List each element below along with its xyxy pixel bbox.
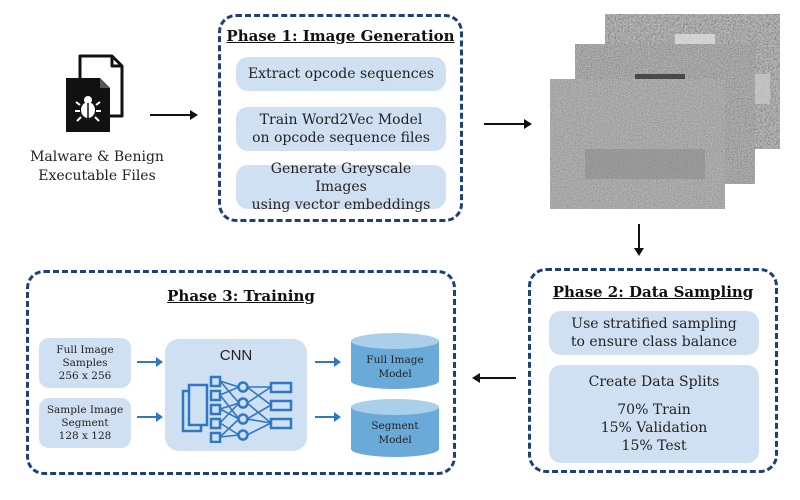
arrow-input-to-phase1: [150, 110, 198, 120]
arrow-images-to-phase2: [634, 224, 644, 256]
arrow-cnn-to-segment-model: [315, 412, 341, 422]
full-image-model-label: Full Image Model: [366, 354, 424, 380]
phase1-title: Phase 1: Image Generation: [226, 27, 455, 45]
neural-network-icon: [181, 375, 293, 443]
phase2-box: Phase 2: Data Sampling Use stratified sa…: [528, 268, 778, 473]
phase1-step-word2vec: Train Word2Vec Model on opcode sequence …: [236, 107, 446, 151]
arrow-phase1-to-images: [484, 119, 532, 129]
phase1-box: Phase 1: Image Generation Extract opcode…: [218, 14, 463, 222]
split-test: 15% Test: [621, 438, 687, 454]
executable-files-icon: [66, 54, 124, 132]
phase2-title: Phase 2: Data Sampling: [552, 283, 754, 301]
input-full-image-samples: Full Image Samples 256 x 256: [39, 338, 131, 388]
phase1-step-greyscale: Generate Greyscale Images using vector e…: [236, 161, 446, 213]
segment-model-cylinder: [351, 399, 439, 457]
segment-model-label: Segment Model: [371, 420, 419, 446]
arrow-cnn-to-full-model: [315, 357, 341, 367]
full-image-model-cylinder: [351, 333, 439, 389]
input-sample-image-segment: Sample Image Segment 128 x 128: [39, 398, 131, 448]
cnn-box: CNN: [165, 339, 307, 451]
greyscale-images-stack: [550, 14, 780, 209]
phase2-data-splits: Create Data Splits 70% Train 15% Validat…: [549, 365, 759, 463]
phase3-title: Phase 3: Training: [167, 287, 315, 305]
phase3-box: Phase 3: Training Full Image Samples 256…: [26, 270, 456, 475]
data-splits-heading: Create Data Splits: [588, 374, 720, 390]
phase1-step-extract: Extract opcode sequences: [236, 57, 446, 91]
arrow-segment-to-cnn: [137, 412, 163, 422]
input-files-label: Malware & Benign Executable Files: [30, 149, 164, 184]
arrow-phase2-to-phase3: [472, 373, 516, 383]
phase2-step-stratified: Use stratified sampling to ensure class …: [549, 311, 759, 355]
cnn-label: CNN: [219, 347, 253, 364]
greyscale-image-front: [550, 79, 725, 209]
split-validation: 15% Validation: [600, 420, 708, 436]
split-train: 70% Train: [617, 402, 691, 418]
arrow-full-to-cnn: [137, 357, 163, 367]
